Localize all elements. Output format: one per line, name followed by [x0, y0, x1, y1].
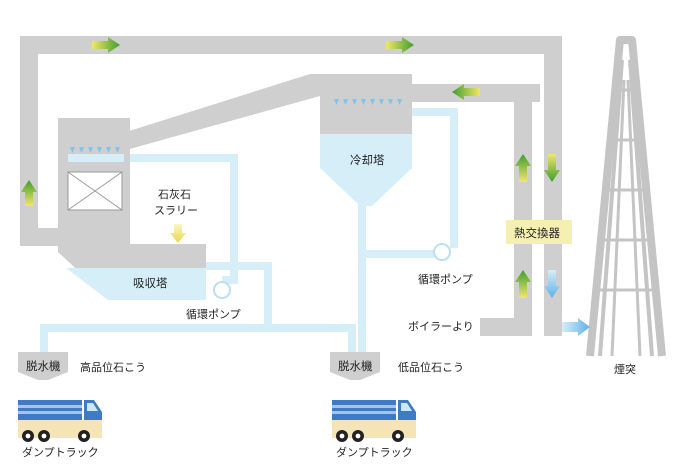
dewater-left-label: 脱水機	[26, 359, 61, 373]
flow-arrows	[21, 37, 590, 336]
dump-truck-left	[18, 400, 102, 442]
arrow-down-icon	[544, 270, 560, 298]
arrow-up-icon	[515, 154, 531, 182]
chimney-label: 煙突	[614, 362, 636, 376]
arrow-up-icon	[21, 180, 37, 206]
pump-left-label: 循環ポンプ	[186, 308, 241, 321]
arrow-right-icon	[92, 37, 120, 53]
slurry-pipes	[40, 108, 458, 360]
high-grade-gypsum-label: 高品位石こう	[80, 360, 146, 374]
arrow-up-icon	[515, 270, 531, 298]
dewatering-machine-left	[18, 352, 68, 380]
slurry-label: スラリー	[154, 204, 198, 217]
absorption-tower	[58, 118, 206, 300]
from-boiler-label: ボイラーより	[408, 320, 474, 333]
dump-truck-right	[332, 400, 416, 442]
dump-truck-left-label: ダンプトラック	[22, 445, 99, 459]
arrow-right-icon	[386, 37, 414, 53]
absorption-tower-label: 吸収塔	[133, 276, 168, 290]
chimney	[586, 36, 666, 357]
dump-truck-right-label: ダンプトラック	[336, 445, 413, 459]
heat-exchanger	[506, 220, 572, 244]
flue-gas-ducts	[20, 36, 562, 336]
circulation-pump-left	[213, 281, 231, 299]
heat-exchanger-label: 熱交換器	[514, 226, 560, 240]
cooling-tower	[320, 74, 412, 206]
limestone-slurry-arrow	[170, 224, 186, 243]
dewater-right-label: 脱水機	[338, 359, 373, 373]
arrow-down-icon	[544, 154, 560, 182]
dewatering-machine-right	[330, 352, 380, 380]
circulation-pump-right	[433, 243, 451, 261]
arrow-left-icon	[452, 84, 480, 100]
cooling-tower-label: 冷却塔	[350, 153, 385, 167]
pump-right-label: 循環ポンプ	[418, 273, 473, 286]
low-grade-gypsum-label: 低品位石こう	[398, 360, 464, 374]
limestone-label: 石灰石	[158, 187, 191, 201]
arrow-right-icon	[562, 318, 590, 336]
